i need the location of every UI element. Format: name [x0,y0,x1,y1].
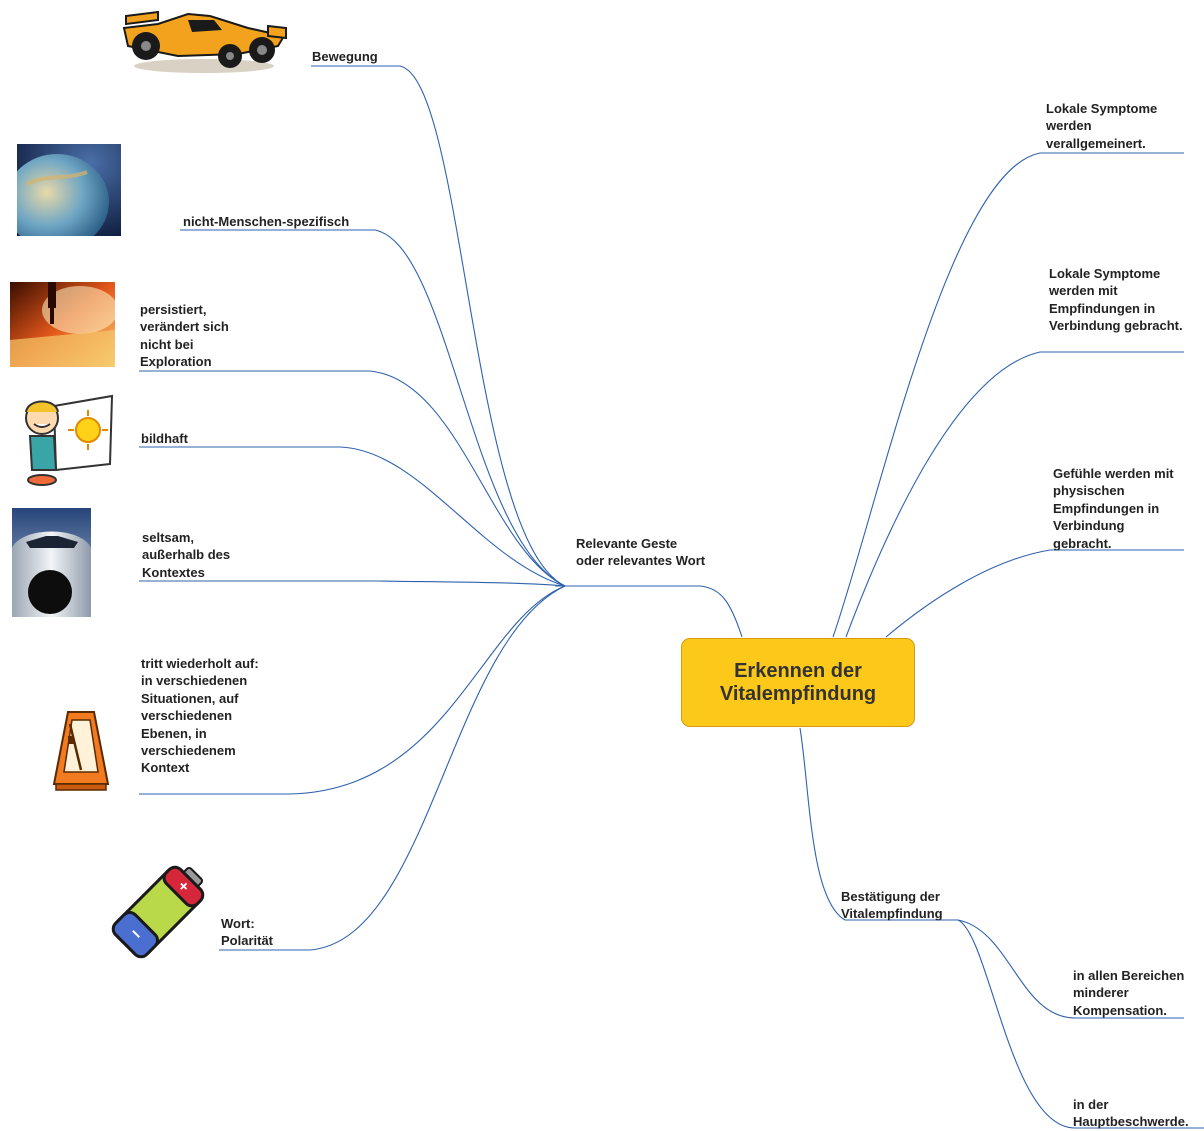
topic-tritt-wiederholt[interactable]: tritt wiederholt auf: in verschiedenen S… [141,656,259,776]
topic-lokale-symptome-verallgemeinert[interactable]: Lokale Symptome werden verallgemeinert. [1046,101,1158,151]
topic-gefuehle-physische-empfindungen[interactable]: Gefühle werden mit physischen Empfindung… [1053,466,1174,551]
connector-bewegung [311,65,566,587]
drill-image [10,282,115,367]
airplane-nose-image [12,508,91,617]
connector-lokale-1 [832,152,1184,638]
connector-seltsam [139,580,566,587]
topic-in-der-hauptbeschwerde[interactable]: in der Hauptbeschwerde. [1073,1097,1189,1130]
connector-tritt [139,585,566,795]
child-drawing-image [25,394,114,486]
topic-persistiert[interactable]: persistiert, verändert sich nicht bei Ex… [140,302,229,370]
topic-relevante-geste[interactable]: Relevante Geste oder relevantes Wort [576,536,706,569]
central-topic[interactable]: Erkennen der Vitalempfindung [681,638,915,727]
connector-gefuehle [885,549,1184,638]
topic-bestaetigung[interactable]: Bestätigung der Vitalempfindung [841,889,943,922]
connector-persistiert [139,370,566,587]
connector-bildhaft [139,446,566,587]
topic-seltsam[interactable]: seltsam, außerhalb des Kontextes [142,530,231,580]
connector-nicht-menschen [180,229,566,587]
connector-hauptbeschwerde [957,919,1204,1129]
battery-image: + − [111,865,205,959]
connector-in-allen [957,919,1184,1019]
metronome-image [52,711,110,791]
central-topic-label: Erkennen der Vitalempfindung [719,659,877,705]
connector-root-to-relevante [555,585,743,638]
topic-bewegung[interactable]: Bewegung [312,49,378,64]
connector-root-to-bestaetigung [799,727,958,921]
topic-in-allen-bereichen[interactable]: in allen Bereichen minderer Kompensation… [1073,968,1185,1018]
topic-nicht-menschen-spezifisch[interactable]: nicht-Menschen-spezifisch [183,214,350,229]
race-car-image [122,10,287,73]
globe-image [17,144,121,236]
connector-polaritaet [219,585,566,951]
topic-lokale-symptome-empfindungen[interactable]: Lokale Symptome werden mit Empfindungen … [1049,266,1183,334]
connector-lokale-2 [845,351,1184,638]
topic-wort-polaritaet[interactable]: Wort: Polarität [221,916,274,949]
topic-bildhaft[interactable]: bildhaft [141,431,188,446]
